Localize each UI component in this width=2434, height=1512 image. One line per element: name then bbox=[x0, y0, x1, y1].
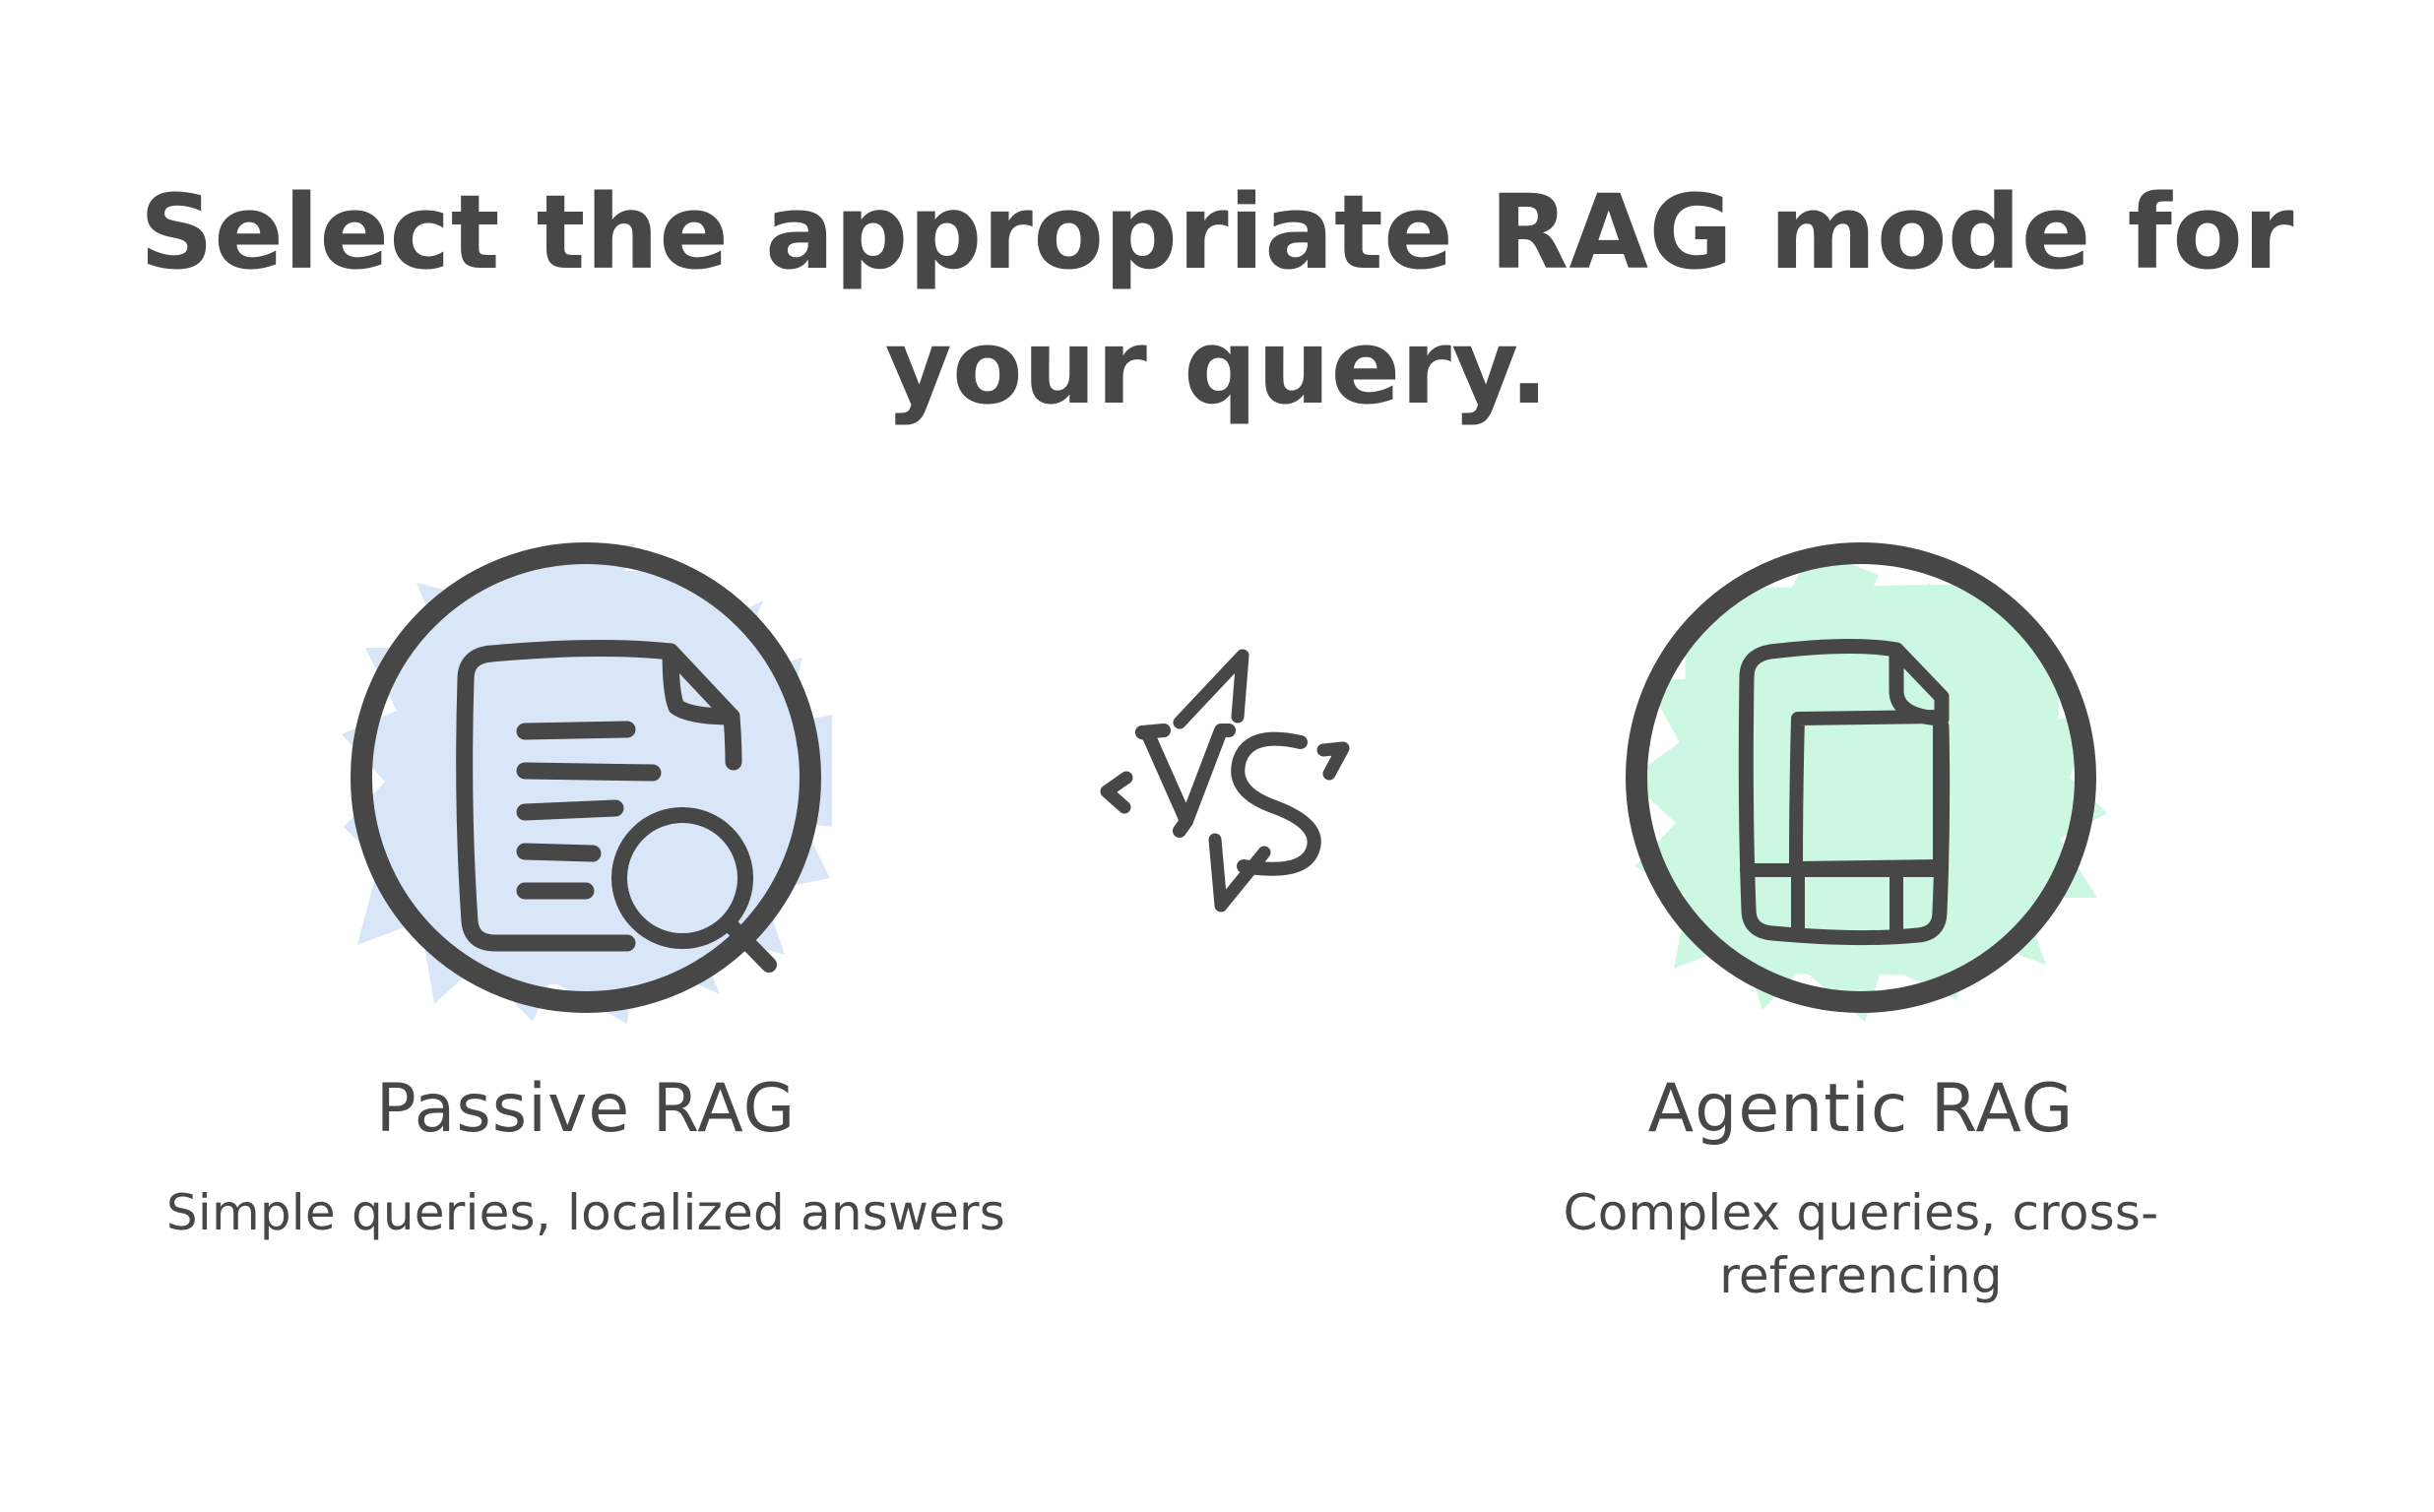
option-card-agentic-rag[interactable]: Agentic RAG Complex queries, cross-refer… bbox=[1364, 532, 2358, 1307]
passive-rag-badge bbox=[340, 532, 832, 1024]
option-name-passive-rag: Passive RAG bbox=[375, 1070, 797, 1148]
vs-spark-icon bbox=[1100, 649, 1350, 913]
option-description-passive-rag: Simple queries, localized answers bbox=[165, 1184, 1006, 1242]
document-with-magnifier-icon bbox=[342, 542, 832, 1024]
option-card-passive-rag[interactable]: Passive RAG Simple queries, localized an… bbox=[89, 532, 1083, 1244]
vs-separator bbox=[1095, 628, 1380, 933]
option-description-agentic-rag: Complex queries, cross-referencing bbox=[1563, 1184, 2159, 1305]
option-name-agentic-rag: Agentic RAG bbox=[1647, 1070, 2075, 1148]
layered-documents-icon bbox=[1626, 542, 2107, 1022]
page-title: Select the appropriate RAG mode for your… bbox=[139, 172, 2295, 428]
agentic-rag-badge bbox=[1615, 532, 2107, 1024]
